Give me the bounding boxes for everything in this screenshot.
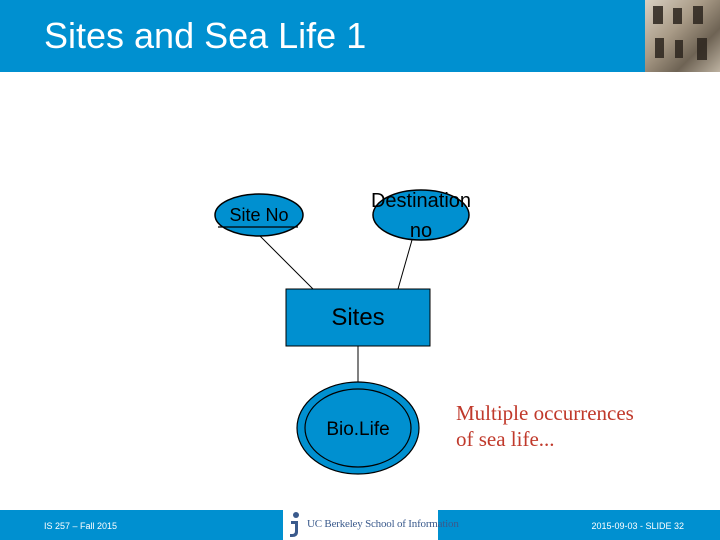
sites-entity-label: Sites bbox=[331, 304, 385, 331]
school-logo-icon bbox=[290, 512, 299, 537]
school-logo: UC Berkeley School of Information bbox=[283, 509, 459, 540]
biolife-label: Bio.Life bbox=[326, 419, 390, 440]
annotation-line-1: Multiple occurrences bbox=[456, 401, 634, 425]
sites-entity-box bbox=[285, 288, 431, 347]
slide-title: Sites and Sea Life 1 bbox=[44, 15, 367, 56]
title-bar bbox=[0, 0, 720, 72]
site-no-label: Site No bbox=[229, 205, 289, 225]
connector-siteno-sites bbox=[259, 235, 314, 290]
slide-number: 2015-09-03 - SLIDE 32 bbox=[591, 521, 684, 531]
school-logo-text: UC Berkeley School of Information bbox=[307, 518, 459, 530]
destination-label-line1: Destination bbox=[370, 190, 472, 212]
campus-building-photo bbox=[645, 0, 720, 72]
biolife-outer-ellipse bbox=[296, 381, 420, 475]
biolife-inner-ellipse bbox=[304, 388, 412, 468]
site-no-attribute-ellipse bbox=[214, 193, 304, 237]
destination-label-line2: no bbox=[409, 220, 433, 242]
annotation-note: Multiple occurrences of sea life... bbox=[456, 400, 634, 452]
destination-no-attribute-ellipse bbox=[372, 189, 470, 241]
annotation-line-2: of sea life... bbox=[456, 427, 555, 451]
course-label: IS 257 – Fall 2015 bbox=[44, 521, 118, 531]
connector-destination-sites bbox=[397, 239, 413, 290]
